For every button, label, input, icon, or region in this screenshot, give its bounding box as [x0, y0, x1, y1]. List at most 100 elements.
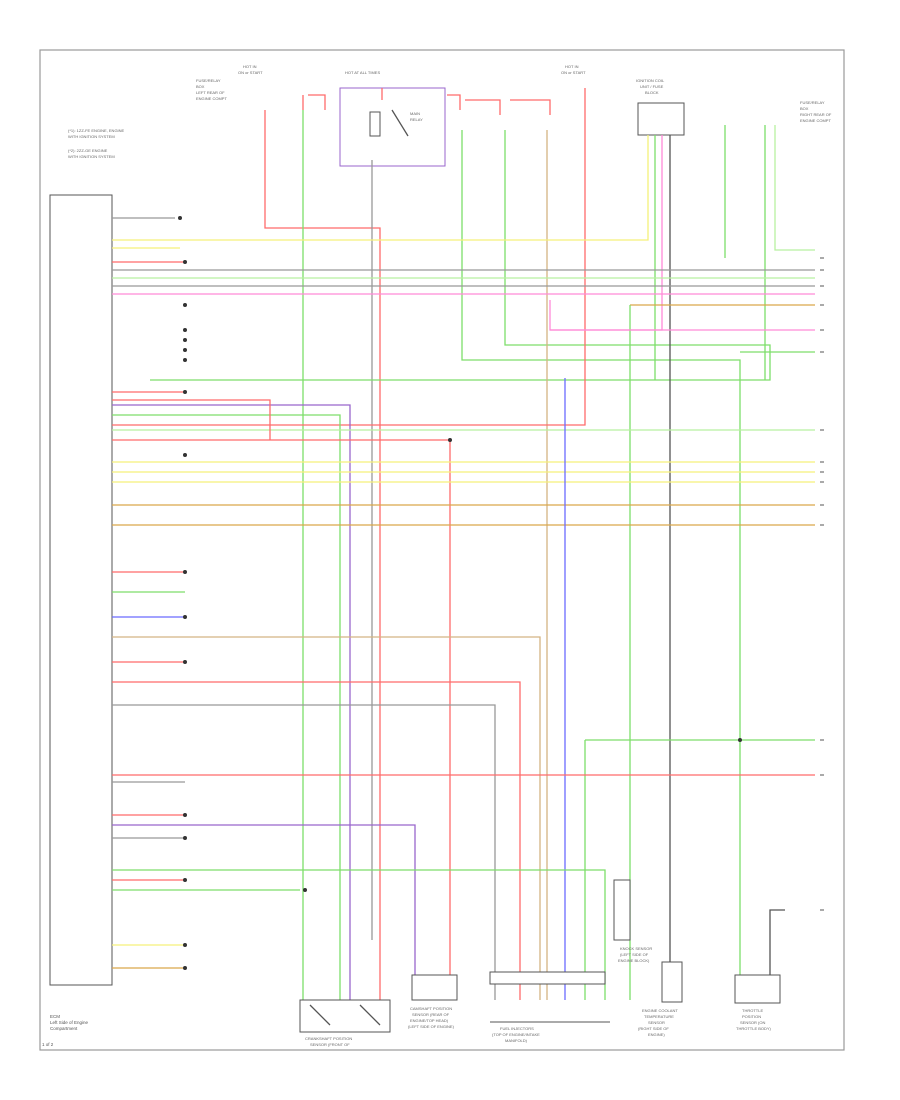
splice-dot-17	[183, 966, 187, 970]
right-fusebox-label-2: BOX	[800, 106, 809, 111]
splice-dot-10	[183, 570, 187, 574]
wire-h-purple-34	[112, 824, 416, 1000]
wire-h-purple-13	[112, 404, 351, 1000]
main-relay-label-1: MAIN	[410, 111, 420, 116]
fuel-injector-label-1: FUEL INJECTORS	[500, 1026, 534, 1031]
wire-v-red-1	[264, 110, 381, 1000]
wire-h-gray-28	[112, 704, 496, 1000]
wire-v-red-2	[302, 94, 326, 110]
coolant-sensor-label-5: ENGINE)	[648, 1032, 665, 1037]
splice-dot-19	[448, 438, 452, 442]
wire-v-green-right-3	[774, 125, 815, 251]
splice-dot-20	[303, 888, 307, 892]
wire-v-green-3	[150, 130, 771, 381]
wire-red-top-loop-2	[510, 99, 551, 115]
throttle-sensor-label-3: SENSOR (ON	[740, 1020, 765, 1025]
wire-v-green-2	[461, 130, 741, 1000]
crank-sensor-label-1: CRANKSHAFT POSITION	[305, 1036, 352, 1041]
main-relay-label-2: RELAY	[410, 117, 423, 122]
wire-h-red-27	[112, 681, 521, 1000]
hot-label-center: HOT AT ALL TIMES	[345, 70, 380, 75]
hot-label-left-2: ON or START	[238, 70, 263, 75]
wire-red-top-loop-1	[465, 99, 501, 115]
splice-dot-6	[183, 348, 187, 352]
ignition-coil-label-1: IGNITION COIL	[636, 78, 665, 83]
hot-label-left-1: HOT IN	[243, 64, 257, 69]
fuel-injector-label-2: (TOP OF ENGINE/INTAKE	[492, 1032, 540, 1037]
ecm-module	[49, 194, 113, 986]
wire-h-red-15	[112, 439, 451, 1000]
diagram-frame	[39, 49, 845, 1051]
coolant-sensor-label-2: TEMPERATURE	[644, 1014, 674, 1019]
wire-h-green-36	[112, 869, 606, 1000]
wire-v-red-3	[447, 94, 461, 110]
throttle-sensor-label-2: POSITION	[742, 1014, 761, 1019]
coolant-sensor-box	[661, 961, 683, 1003]
left-notes-3: (*2): 2ZZ-GE ENGINE	[68, 148, 108, 153]
coolant-sensor-label-1: ENGINE COOLANT	[642, 1008, 678, 1013]
right-fusebox-label-3: RIGHT REAR OF	[800, 112, 832, 117]
coolant-sensor-label-3: SENSOR	[648, 1020, 665, 1025]
crank-sensor-label-2: SENSOR (FRONT OF	[310, 1042, 350, 1047]
throttle-sensor-label-1: THROTTLE	[742, 1008, 763, 1013]
left-fusebox-label-1: FUSE/RELAY	[196, 78, 221, 83]
splice-dot-2	[183, 260, 187, 264]
ecm-caption-3: Compartment	[50, 1026, 78, 1031]
coolant-sensor-label-4: (RIGHT SIDE OF	[638, 1026, 669, 1031]
ecm-caption-2: Left Side of Engine	[50, 1020, 89, 1025]
knock-sensor-box	[613, 879, 631, 941]
left-notes-2: WITH IGNITION SYSTEM	[68, 134, 115, 139]
right-tick-marks	[820, 257, 824, 911]
left-notes-1: (*1): 1ZZ-FE ENGINE, ENGINE	[68, 128, 125, 133]
ecm-caption-1: ECM	[50, 1014, 60, 1019]
ignition-coil-label-3: BLOCK	[645, 90, 659, 95]
relay-coil	[369, 111, 381, 137]
left-fusebox-label-4: ENGINE COMPT	[196, 96, 227, 101]
wire-h-green-14	[112, 414, 341, 1000]
splice-dot-1	[178, 216, 182, 220]
cam-sensor-box	[411, 974, 458, 1001]
right-fusebox-label-1: FUSE/RELAY	[800, 100, 825, 105]
hot-label-right-2: ON or START	[561, 70, 586, 75]
knock-sensor-label-3: ENGINE BLOCK)	[618, 958, 650, 963]
knock-sensor-label-1: KNOCK SENSOR	[620, 946, 652, 951]
splice-dot-5	[183, 338, 187, 342]
splice-dot-18	[738, 738, 742, 742]
cam-sensor-label-2: SENSOR (REAR OF	[412, 1012, 450, 1017]
fuel-injector-connector	[489, 971, 606, 985]
ignition-coil-box	[637, 102, 685, 136]
crank-sensor-box	[299, 999, 391, 1033]
splice-dot-15	[183, 878, 187, 882]
throttle-sensor-box	[734, 974, 781, 1004]
wire-v-yellow-ign	[112, 135, 649, 241]
right-fusebox-label-4: ENGINE COMPT	[800, 118, 831, 123]
splice-dot-4	[183, 328, 187, 332]
splice-dot-9	[183, 453, 187, 457]
throttle-sensor-wire	[769, 909, 785, 975]
hot-label-right-1: HOT IN	[565, 64, 579, 69]
crank-sensor-symbol	[309, 1004, 381, 1026]
knock-sensor-label-2: (LEFT SIDE OF	[620, 952, 649, 957]
cam-sensor-label-3: ENGINE/TOP HEAD)	[410, 1018, 449, 1023]
fuel-injector-label-3: MANIFOLD)	[505, 1038, 528, 1043]
page-number: 1 of 2	[42, 1042, 54, 1047]
splice-dot-7	[183, 358, 187, 362]
cam-sensor-label-4: (LEFT SIDE OF ENGINE)	[408, 1024, 455, 1029]
ignition-coil-label-2: UNIT / FUSE	[640, 84, 664, 89]
splice-dot-14	[183, 836, 187, 840]
wire-h-red-41	[112, 399, 271, 440]
splice-dot-13	[183, 813, 187, 817]
splice-dot-3	[183, 303, 187, 307]
main-relay-box	[339, 87, 446, 167]
splice-dot-16	[183, 943, 187, 947]
throttle-sensor-label-4: THROTTLE BODY)	[736, 1026, 772, 1031]
wire-v-pink-ign	[549, 135, 663, 331]
wire-h-tan-25	[112, 636, 541, 1000]
splice-dot-8	[183, 390, 187, 394]
splice-dot-12	[183, 660, 187, 664]
left-notes-4: WITH IGNITION SYSTEM	[68, 154, 115, 159]
relay-switch	[391, 109, 409, 137]
left-fusebox-label-2: BOX	[196, 84, 205, 89]
cam-sensor-label-1: CAMSHAFT POSITION	[410, 1006, 452, 1011]
